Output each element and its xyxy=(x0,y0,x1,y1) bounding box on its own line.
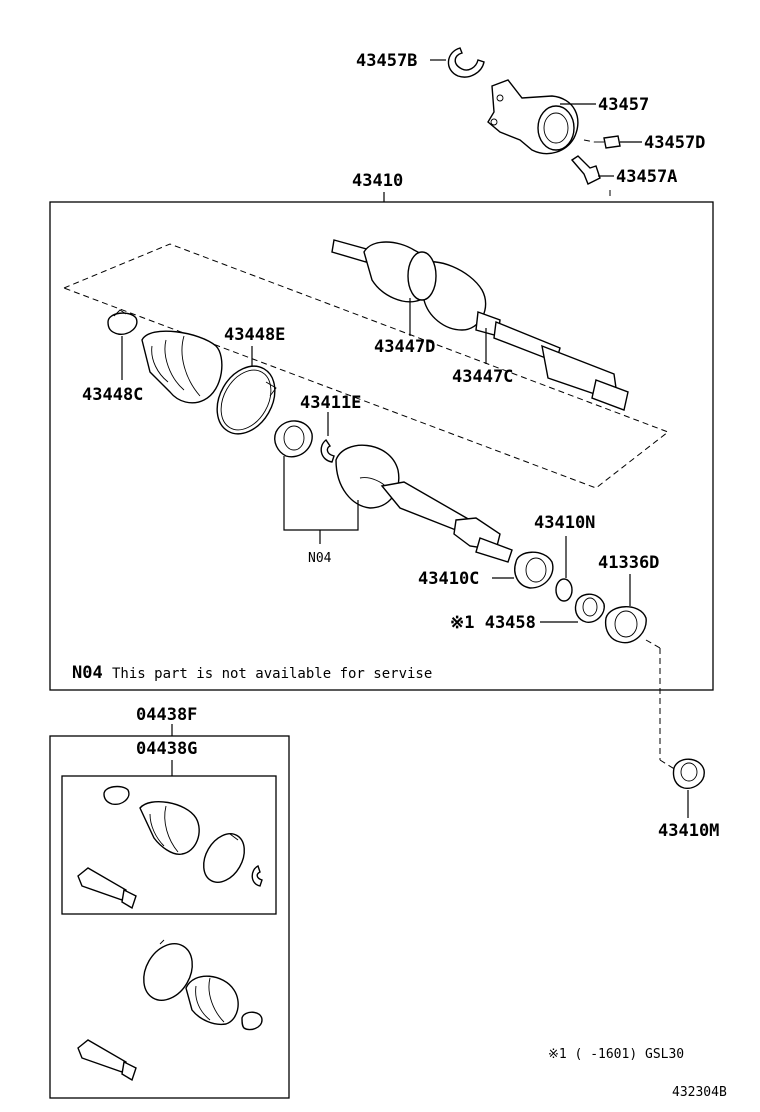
label-N04: N04 xyxy=(308,551,332,566)
label-43410N: 43410N xyxy=(534,513,595,533)
label-43457D: 43457D xyxy=(644,133,705,153)
kit-g-band xyxy=(203,833,245,883)
label-43447C: 43447C xyxy=(452,367,513,387)
kit-f-band xyxy=(143,939,193,1001)
kit-f-clamp xyxy=(241,1011,263,1031)
seal-41336D xyxy=(604,606,647,644)
snap-ring-43411E xyxy=(320,438,335,463)
assembly-43410-box xyxy=(49,201,714,691)
bearing-bracket-43457 xyxy=(487,79,579,155)
boot-kit-04438G-box xyxy=(61,775,277,915)
label-43457: 43457 xyxy=(598,95,649,115)
label-43410M: 43410M xyxy=(658,821,719,841)
seal-43410M xyxy=(672,758,705,789)
outer-joint-shaft xyxy=(335,444,513,563)
n04-note-text: This part is not available for servise xyxy=(112,666,432,682)
label-43457A: 43457A xyxy=(616,167,677,187)
snap-ring-43457B xyxy=(447,47,485,78)
leader-dash-43457D xyxy=(583,139,595,143)
label-43457B: 43457B xyxy=(356,51,417,71)
snap-ring-43410N xyxy=(555,578,573,602)
kit-f-grease-tube xyxy=(77,1039,137,1082)
label-43448C: 43448C xyxy=(82,385,143,405)
kit-g-boot xyxy=(139,801,200,855)
boot-kit-04438F-box xyxy=(49,735,290,1099)
kit-g-snap-ring xyxy=(251,865,263,887)
boot-clamp-43448C xyxy=(107,309,138,335)
bolt-43457A xyxy=(570,155,601,185)
tripod-joint xyxy=(274,420,313,458)
label-04438G: 04438G xyxy=(136,739,197,759)
label-43458: ※1 43458 xyxy=(450,613,536,633)
n04-note-code: N04 xyxy=(72,663,103,683)
footnote: ※1 ( -1601) GSL30 xyxy=(548,1047,684,1062)
label-43447D: 43447D xyxy=(374,337,435,357)
label-43410C: 43410C xyxy=(418,569,479,589)
label-41336D: 41336D xyxy=(598,553,659,573)
diagram-id: 432304B xyxy=(672,1085,727,1100)
label-04438F: 04438F xyxy=(136,705,197,725)
label-43411E: 43411E xyxy=(300,393,361,413)
boot-43448 xyxy=(141,330,223,404)
label-43410: 43410 xyxy=(352,171,403,191)
bearing-43410C xyxy=(514,551,554,589)
inboard-joint-shaft xyxy=(331,239,629,411)
dash-seal-to-43410M-a xyxy=(645,639,661,649)
kit-f-boot xyxy=(185,975,239,1026)
kit-g-grease-tube xyxy=(77,867,137,910)
label-43448E: 43448E xyxy=(224,325,285,345)
bolt-43457D xyxy=(594,135,621,149)
kit-g-clamp xyxy=(103,785,130,805)
bracket-N04 xyxy=(283,456,359,531)
bearing-43458 xyxy=(574,593,605,623)
boot-clamp-43448E xyxy=(216,365,277,435)
